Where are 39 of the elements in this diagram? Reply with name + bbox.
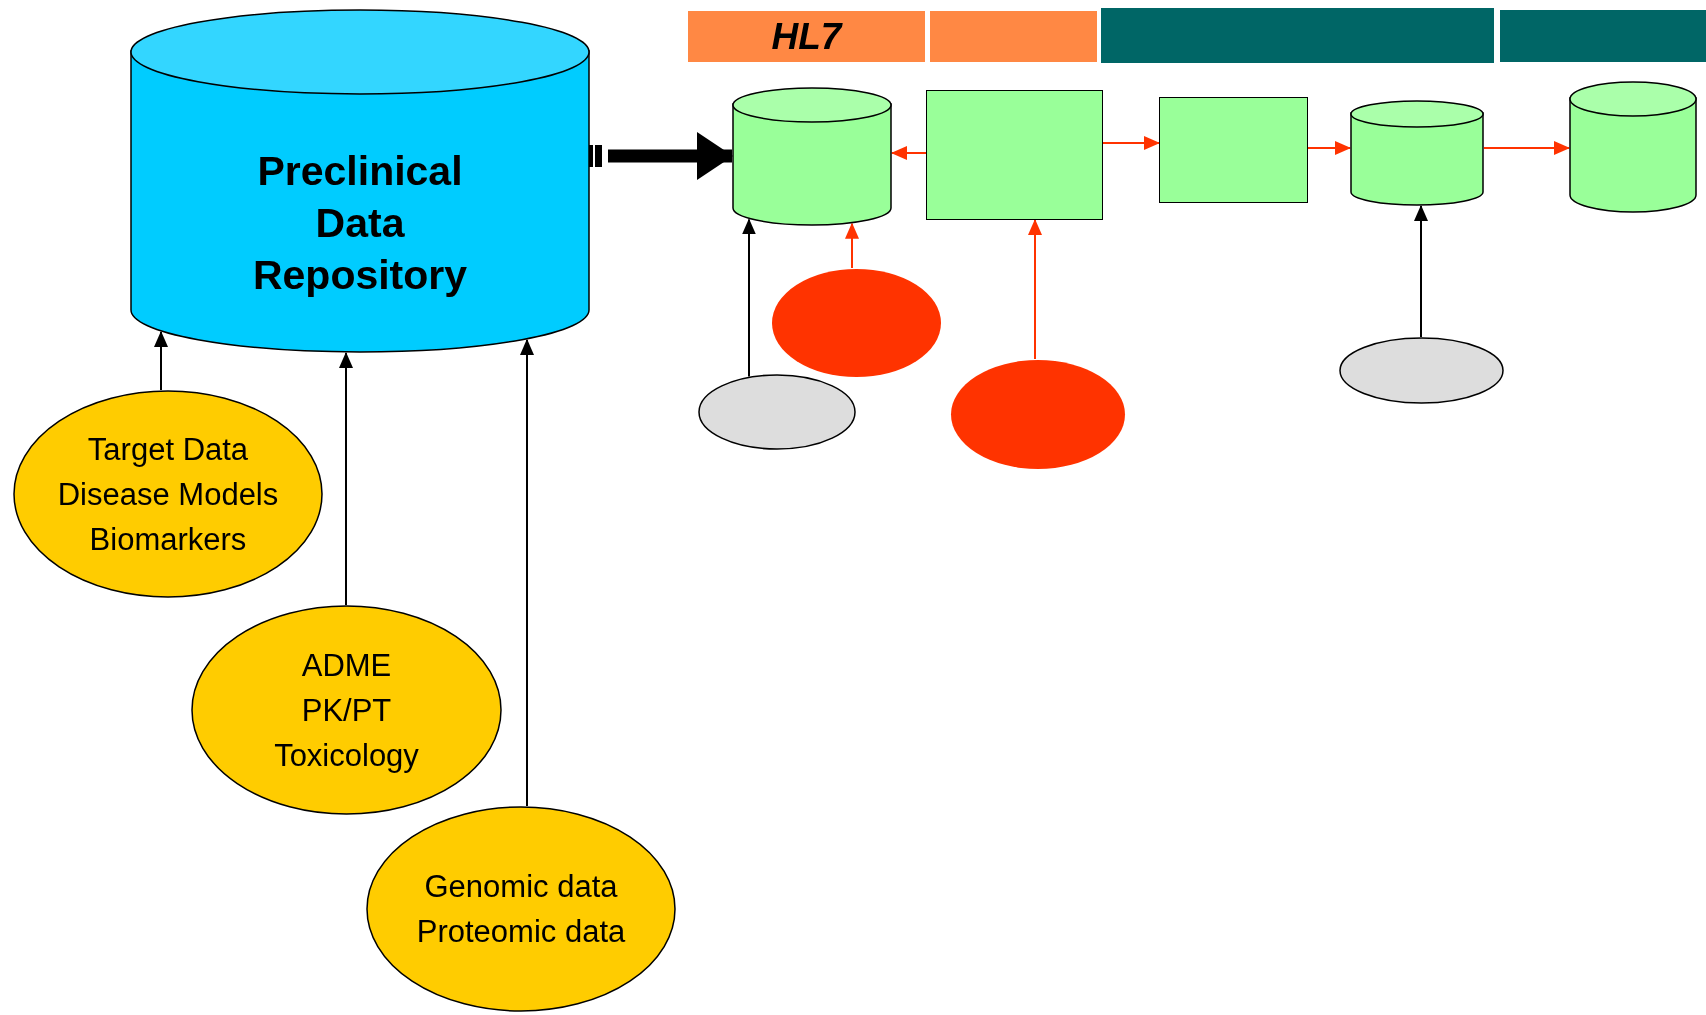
arrow <box>1028 219 1042 361</box>
process-box <box>926 90 1103 220</box>
standard-band <box>930 11 1097 62</box>
database-cylinder <box>1569 81 1697 213</box>
node-label: Preclinical Data Repository <box>251 147 469 300</box>
arrow <box>520 338 534 808</box>
node-label: PK/PT <box>301 691 392 730</box>
arrow <box>339 351 353 606</box>
standard-band <box>688 11 925 62</box>
arrow <box>891 146 927 160</box>
node-label: Disease Models <box>57 475 279 514</box>
data-source-ellipse <box>191 605 502 815</box>
repository-cylinder <box>130 9 590 353</box>
arrow <box>154 331 168 392</box>
node-label: Biomarkers <box>89 520 247 559</box>
data-source-ellipse <box>366 806 676 1012</box>
thick-arrow <box>588 132 733 180</box>
arrow <box>845 222 859 270</box>
node-label: HL7 <box>771 14 842 59</box>
arrow <box>1307 141 1351 155</box>
node-label: Target Data <box>87 430 249 469</box>
database-cylinder <box>1350 100 1484 206</box>
data-source-ellipse <box>13 390 323 598</box>
arrow <box>1483 141 1570 155</box>
input-ellipse <box>950 359 1126 470</box>
database-cylinder <box>732 87 892 226</box>
node-label: ADME <box>301 646 392 685</box>
input-ellipse <box>698 374 856 450</box>
node-label: Genomic data <box>424 868 618 906</box>
input-ellipse <box>1339 337 1504 404</box>
input-ellipse <box>771 268 942 378</box>
node-label: Toxicology <box>274 736 419 775</box>
process-box <box>1159 97 1308 203</box>
node-label: Proteomic data <box>416 913 626 951</box>
standard-band <box>1500 10 1706 62</box>
standard-band <box>1101 8 1494 63</box>
arrow <box>1414 205 1428 338</box>
arrow <box>742 218 756 378</box>
arrow <box>1102 136 1160 150</box>
